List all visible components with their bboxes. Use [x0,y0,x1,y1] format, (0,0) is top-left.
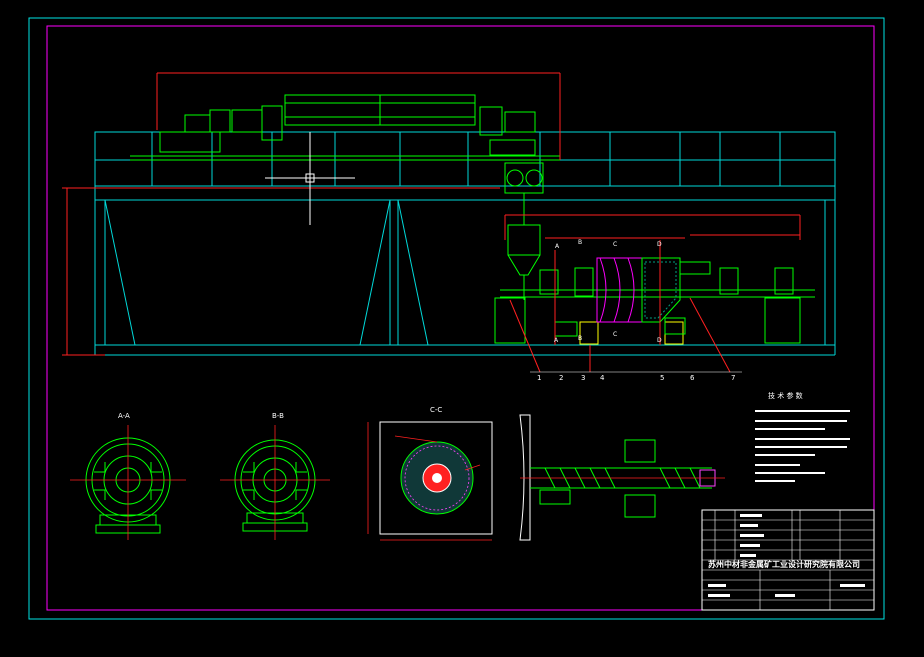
part-number: 4 [600,374,605,382]
part-number-callouts: 1 2 3 4 5 6 7 [530,371,742,382]
section-marker: C [613,331,617,338]
section-markers: A B C D A B C D [554,239,662,344]
section-marker: A [554,337,559,344]
section-marker: B [578,335,582,342]
section-marker: B [578,239,582,246]
outer-frame [28,17,885,620]
inner-frame [46,25,875,611]
main-elevation-view: 1 2 3 4 5 6 7 A B C D A B C D [62,72,836,382]
part-number: 2 [559,374,563,382]
drive-assembly [504,162,544,300]
part-number: 7 [731,374,735,382]
section-view-b: B-B [220,412,330,540]
dimension-lines [62,72,801,373]
section-marker: D [657,337,662,344]
section-view-c: C-C [367,406,493,541]
section-marker: D [657,241,662,248]
part-number: 3 [581,374,585,382]
lower-drum [494,257,815,345]
tech-title: 技 术 参 数 [768,391,803,400]
part-number: 1 [537,374,541,382]
company-name: 苏州中材非金属矿工业设计研究院有限公司 [708,559,860,569]
section-marker: C [613,241,617,248]
shaft-detail-view [519,414,725,541]
part-number: 5 [660,374,664,382]
part-number: 6 [690,374,695,382]
center-crosshair [265,132,355,225]
section-label-c: C-C [430,406,442,414]
section-label-b: B-B [272,412,284,420]
steel-platform [94,131,836,356]
upper-machine [130,94,560,161]
section-marker: A [555,243,560,250]
title-block: 苏州中材非金属矿工业设计研究院有限公司 [701,509,875,611]
technical-notes: 技 术 参 数 [755,391,850,482]
section-view-a: A-A [70,412,186,540]
section-label-a: A-A [118,412,130,420]
